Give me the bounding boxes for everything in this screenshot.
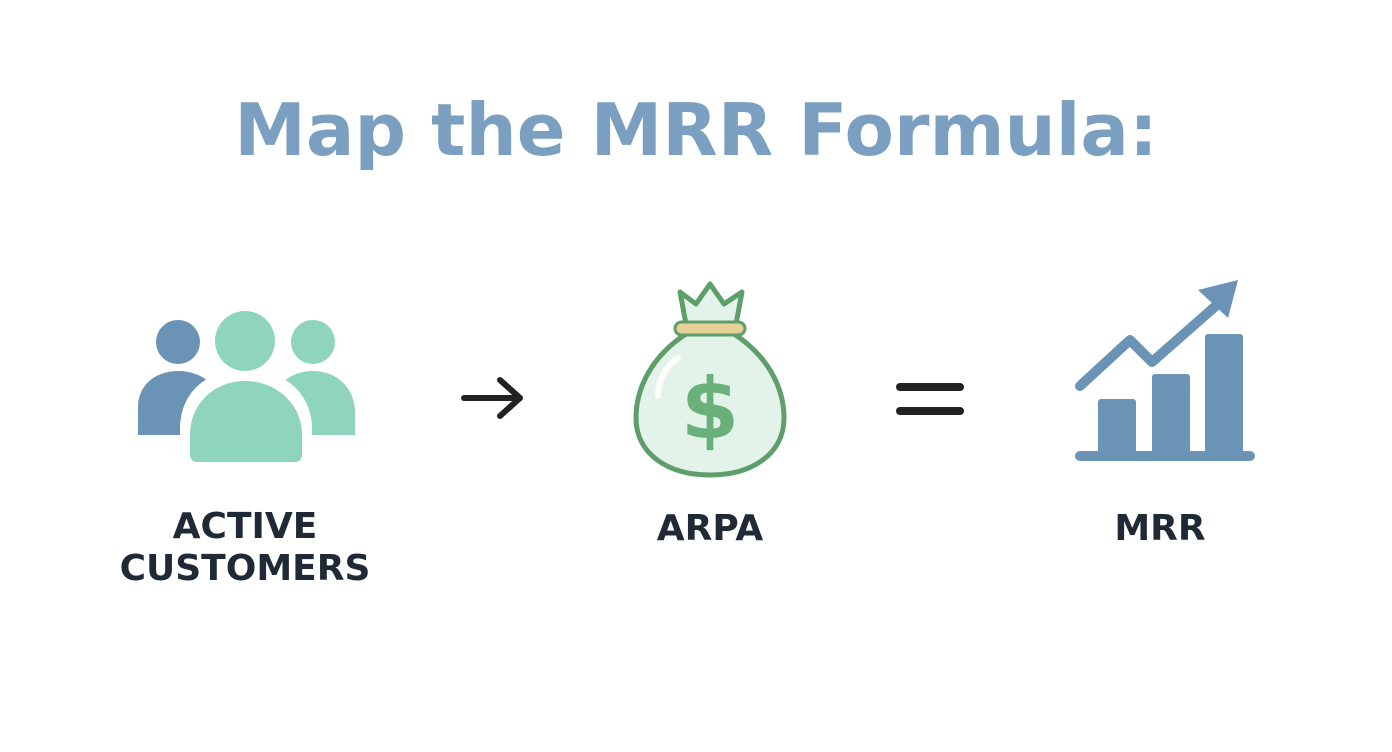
mrr-label: MRR <box>1010 508 1310 550</box>
page-title: Map the MRR Formula: <box>234 88 1158 172</box>
label-line: ARPA <box>656 508 764 549</box>
active-customers-label: ACTIVE CUSTOMERS <box>95 506 395 590</box>
arpa-label: ARPA <box>560 508 860 550</box>
customers-icon <box>130 305 366 470</box>
equals-icon <box>893 378 967 422</box>
arrow-right-icon <box>458 373 530 423</box>
label-line: ACTIVE <box>172 506 318 547</box>
label-line: CUSTOMERS <box>119 548 371 589</box>
growth-chart-icon <box>1068 274 1260 469</box>
svg-text:$: $ <box>681 360 739 458</box>
money-bag-icon: $ <box>630 278 790 483</box>
label-line: MRR <box>1114 508 1206 549</box>
